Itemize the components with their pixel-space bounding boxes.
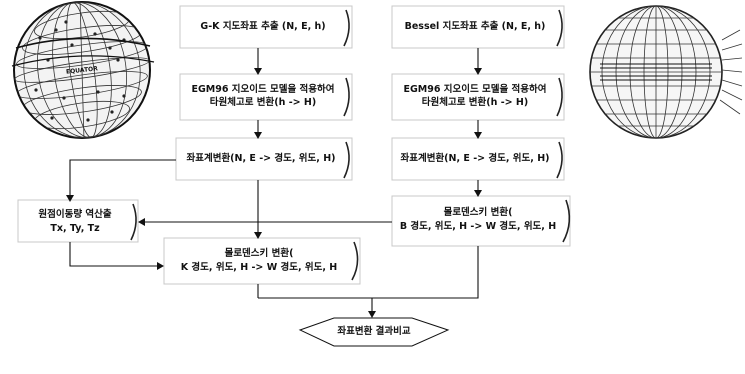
egm-right-label-line2: 타원체고로 변환(h -> H) xyxy=(421,97,529,108)
origin-shift-label-line2: Tx, Ty, Tz xyxy=(50,223,100,234)
egm-right-label-line1: EGM96 지오이드 모델을 적용하여 xyxy=(403,84,547,95)
molodensky-center-label-line1: 몰로덴스키 변환( xyxy=(224,248,294,259)
molodensky-center-label-line2: K 경도, 위도, H -> W 경도, 위도, H xyxy=(180,262,338,273)
connector-coord-left-to-origin xyxy=(66,159,176,202)
result-label: 좌표변환 결과비교 xyxy=(337,326,411,337)
box-molodensky-right xyxy=(391,195,571,247)
connector-molo-right-to-origin xyxy=(138,218,392,226)
connector-coord-left-to-molo-center xyxy=(254,180,262,239)
connector-gk-to-egm xyxy=(254,48,262,75)
box-coord-left xyxy=(175,137,353,181)
box-egm-left xyxy=(179,73,353,121)
molodensky-right-label-line2: B 경도, 위도, H -> W 경도, 위도, H xyxy=(399,221,557,232)
box-gk-extract xyxy=(179,5,353,49)
right-globe-illustration xyxy=(589,5,743,139)
connector-bessel-to-egm xyxy=(474,48,482,75)
box-egm-right xyxy=(391,73,565,121)
result-hexagon xyxy=(298,317,450,347)
egm-left-label-line1: EGM96 지오이드 모델을 적용하여 xyxy=(191,84,335,95)
connector-origin-to-molo-center xyxy=(69,242,164,270)
coord-right-label: 좌표계변환(N, E -> 경도, 위도, H) xyxy=(400,153,550,164)
connector-to-result xyxy=(257,246,479,318)
box-origin-shift xyxy=(17,199,139,243)
bessel-extract-label: Bessel 지도좌표 추출 (N, E, h) xyxy=(404,21,546,32)
connector-coord-right-to-molo-right xyxy=(474,180,482,197)
box-bessel-extract xyxy=(391,5,565,49)
connector-egm-to-coord-left xyxy=(254,120,262,139)
box-molodensky-center xyxy=(163,237,361,285)
connector-egm-to-coord-right xyxy=(474,120,482,139)
gk-extract-label: G-K 지도좌표 추출 (N, E, h) xyxy=(200,21,326,32)
coord-left-label: 좌표계변환(N, E -> 경도, 위도, H) xyxy=(186,153,336,164)
origin-shift-label-line1: 원점이동량 역산출 xyxy=(38,209,112,220)
molodensky-right-label-line1: 몰로덴스키 변환( xyxy=(443,207,513,218)
box-coord-right xyxy=(391,137,565,181)
egm-left-label-line2: 타원체고로 변환(h -> H) xyxy=(209,97,317,108)
